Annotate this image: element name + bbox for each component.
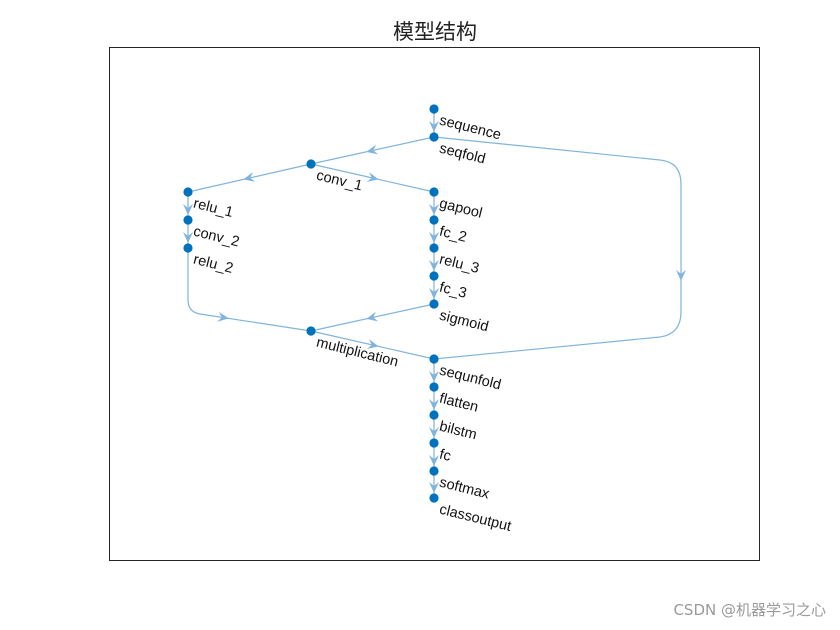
node-seqfold (429, 132, 439, 142)
node-label-relu-3: relu_3 (438, 252, 481, 277)
node-relu-1 (183, 187, 193, 197)
node-label-seqfold: seqfold (438, 141, 487, 168)
node-relu-3 (429, 243, 439, 253)
edge-sequence-to-seqfold (429, 109, 439, 137)
edge-relu_2-to-multiplication (187, 248, 312, 332)
edge-multiplication-to-sequnfold (310, 330, 435, 360)
node-label-bilstm: bilstm (438, 419, 479, 444)
node-classoutput (429, 493, 439, 503)
node-bilstm (429, 410, 439, 420)
node-relu-2 (183, 243, 193, 253)
node-fc-2 (429, 215, 439, 225)
edge-conv_2-to-relu_2 (183, 220, 193, 248)
node-sigmoid (429, 299, 439, 309)
edge-fc_3-to-sigmoid (429, 276, 439, 304)
node-label-fc-3: fc_3 (438, 280, 468, 302)
node-sequence (429, 104, 439, 114)
node-multiplication (306, 326, 316, 336)
node-label-softmax: softmax (438, 475, 492, 503)
edge-conv_1-to-gapool (310, 163, 435, 193)
edge-conv_1-to-relu_1 (187, 163, 312, 193)
node-conv-1 (306, 159, 316, 169)
node-conv-2 (183, 215, 193, 225)
node-fc (429, 438, 439, 448)
edge-relu_1-to-conv_2 (183, 192, 193, 220)
node-label-sigmoid: sigmoid (438, 308, 490, 336)
watermark: CSDN @机器学习之心 (673, 601, 826, 619)
edge-sigmoid-to-multiplication (310, 303, 435, 332)
node-label-conv-1: conv_1 (315, 168, 364, 195)
edge-seqfold-to-sequnfold (433, 136, 686, 360)
edge-relu_3-to-fc_3 (429, 248, 439, 276)
node-label-sequnfold: sequnfold (438, 363, 503, 394)
node-label-flatten: flatten (438, 391, 480, 416)
edge-flatten-to-bilstm (429, 387, 439, 415)
figure-title: 模型结构 (393, 20, 477, 44)
node-label-conv-2: conv_2 (192, 224, 241, 251)
node-sequnfold (429, 354, 439, 364)
node-label-fc: fc (438, 447, 453, 465)
node-label-classoutput: classoutput (438, 502, 513, 535)
edge-fc-to-softmax (429, 443, 439, 471)
node-label-relu-1: relu_1 (192, 196, 235, 221)
node-label-relu-2: relu_2 (192, 252, 235, 277)
node-softmax (429, 466, 439, 476)
edge-sequnfold-to-flatten (429, 359, 439, 387)
labels-layer: sequenceseqfoldconv_1relu_1conv_2relu_2g… (192, 113, 513, 535)
node-flatten (429, 382, 439, 392)
node-label-gapool: gapool (438, 196, 484, 222)
edge-bilstm-to-fc (429, 415, 439, 443)
edge-gapool-to-fc_2 (429, 192, 439, 220)
node-label-fc-2: fc_2 (438, 224, 468, 246)
edges-layer (183, 109, 686, 498)
node-label-multiplication: multiplication (315, 335, 400, 371)
nodes-layer (183, 104, 439, 503)
edge-seqfold-to-conv_1 (310, 136, 435, 165)
axes-box (109, 47, 760, 561)
node-gapool (429, 187, 439, 197)
node-fc-3 (429, 271, 439, 281)
edge-fc_2-to-relu_3 (429, 220, 439, 248)
